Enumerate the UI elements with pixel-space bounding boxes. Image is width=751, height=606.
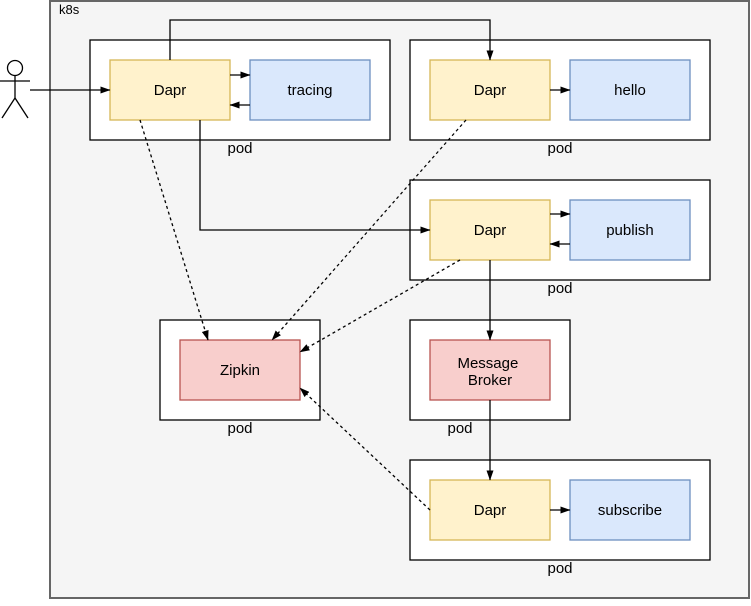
node-label: Zipkin xyxy=(220,362,260,379)
node-label: Dapr xyxy=(154,82,187,99)
node-label: Message Broker xyxy=(457,355,522,389)
user-actor-icon xyxy=(0,59,30,119)
trace-dapr-hello-to-zipkin xyxy=(271,119,467,341)
pod-label: pod xyxy=(547,140,572,157)
node-label: subscribe xyxy=(598,502,662,519)
pod-label: pod xyxy=(547,560,572,577)
edge-dapr-tracing-to-dapr-publish xyxy=(199,120,431,234)
actor-right-leg xyxy=(14,97,29,119)
node-label: hello xyxy=(614,82,646,99)
node-label: Dapr xyxy=(474,502,507,519)
edge-dapr-tracing-to-dapr-hello xyxy=(169,19,494,61)
k8s-container-label: k8s xyxy=(59,2,80,17)
node-label-line-2: Broker xyxy=(468,372,512,389)
solid-edges xyxy=(30,19,571,514)
node-label: Dapr xyxy=(474,222,507,239)
pod-label: pod xyxy=(227,140,252,157)
pod-hello: Dapr hello pod xyxy=(409,39,711,157)
node-label-line-1: Message xyxy=(457,355,518,372)
pod-publish: Dapr publish pod xyxy=(409,179,711,297)
node-zipkin xyxy=(179,339,301,401)
pod-subscribe: Dapr subscribe pod xyxy=(409,459,711,577)
pod-label: pod xyxy=(447,420,472,437)
node-label: Dapr xyxy=(474,82,507,99)
pod-zipkin: Zipkin pod xyxy=(159,319,321,437)
pod-message-broker: Message Broker pod xyxy=(409,319,571,437)
node-dapr-sidecar xyxy=(429,59,551,121)
node-dapr-sidecar xyxy=(429,479,551,541)
node-publish-app xyxy=(569,199,691,261)
node-message-broker xyxy=(429,339,551,401)
node-subscribe-app xyxy=(569,479,691,541)
pod-label: pod xyxy=(547,280,572,297)
pod-tracing: Dapr tracing pod xyxy=(89,39,391,157)
trace-dapr-publish-to-zipkin xyxy=(299,259,461,353)
dashed-trace-edges xyxy=(139,119,467,511)
trace-dapr-tracing-to-zipkin xyxy=(139,119,209,341)
actor-left-leg xyxy=(1,97,16,119)
node-label: tracing xyxy=(287,82,332,99)
pod-label: pod xyxy=(227,420,252,437)
node-label: publish xyxy=(606,222,654,239)
node-hello-app xyxy=(569,59,691,121)
node-tracing-app xyxy=(249,59,371,121)
actor-head xyxy=(6,59,24,77)
